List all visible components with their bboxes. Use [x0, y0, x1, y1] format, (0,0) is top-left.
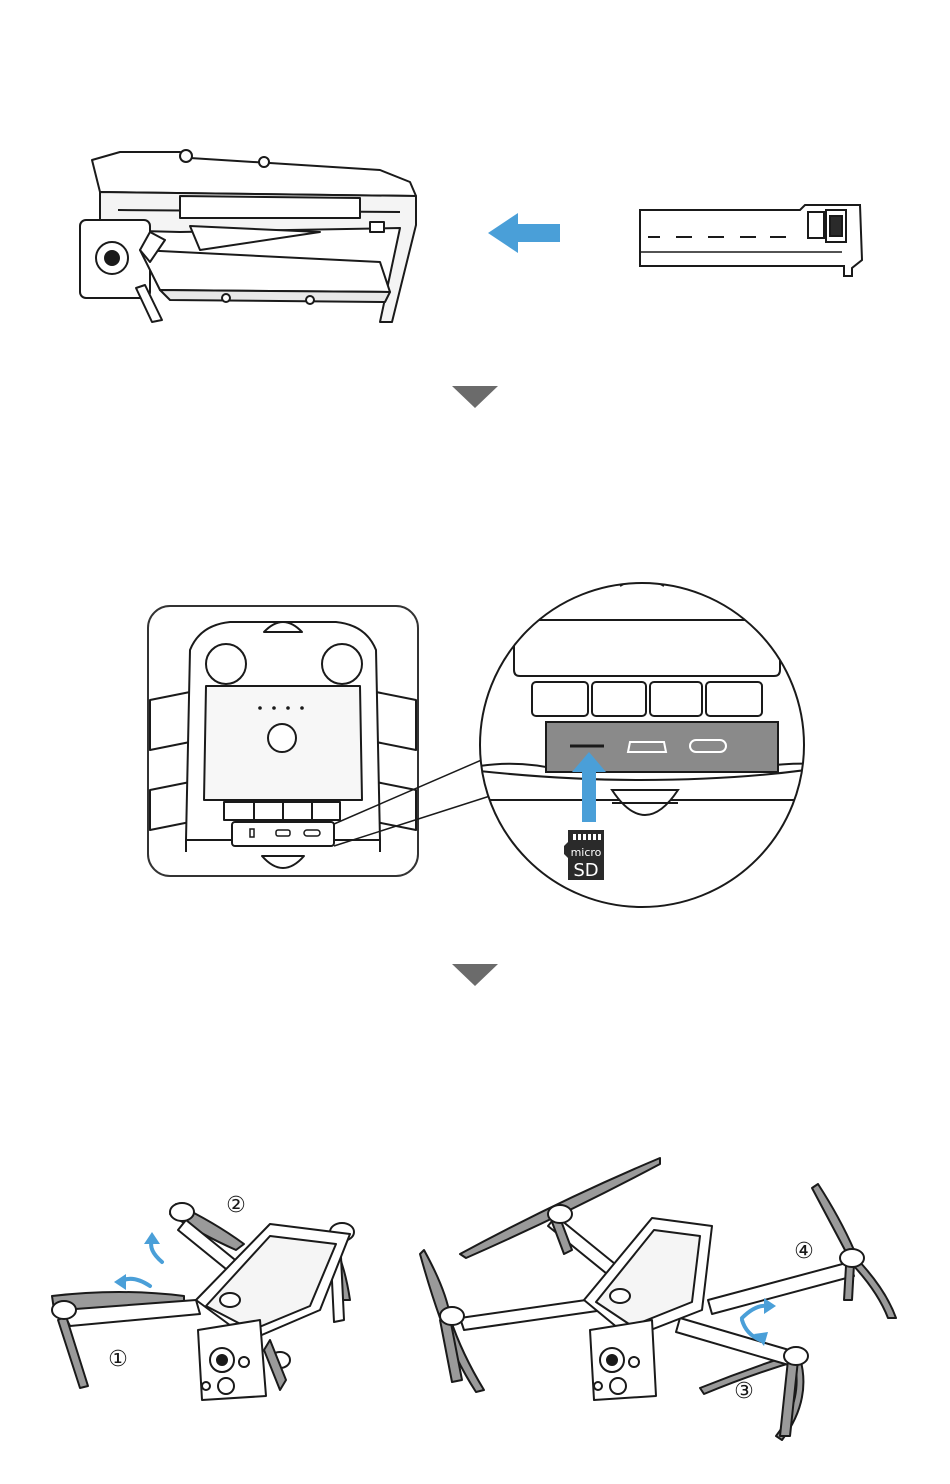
arm-label-two: ②: [226, 1193, 246, 1218]
arm-label-three: ③: [734, 1379, 754, 1404]
next-step-arrow-icon: [452, 386, 498, 408]
arm-label-one: ①: [108, 1347, 128, 1372]
drone-bottom-view: [148, 606, 418, 876]
drone-unfolded-view: [420, 1158, 896, 1440]
microsd-card-icon: micro SD: [564, 830, 604, 881]
battery-pack: [640, 205, 862, 276]
drone-folded-view: [52, 1203, 354, 1400]
drone-side-view: [80, 150, 416, 322]
battery-insert-arrow-icon: [488, 213, 560, 253]
arm-label-four: ④: [794, 1239, 814, 1264]
rotate-arrow-icon: [120, 1240, 162, 1286]
microsd-label-sd: SD: [573, 860, 598, 881]
next-step-arrow-icon: [452, 964, 498, 986]
port-zoom-view: [470, 579, 820, 907]
microsd-label-micro: micro: [571, 846, 602, 859]
